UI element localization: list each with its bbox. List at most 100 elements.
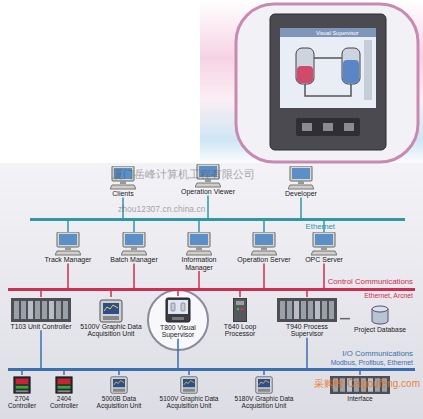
recorder-icon [111, 377, 128, 394]
device-label: T640 Loop Processor [214, 323, 266, 338]
recorder-icon [256, 377, 273, 394]
bus-drop-line [323, 264, 325, 288]
diagram-background [0, 163, 423, 419]
process-supervisor: T940 Process Supervisor [274, 297, 340, 338]
bus-drop-line [118, 371, 120, 375]
workstation: Track Manager [42, 232, 94, 264]
network-bus: I/O CommunicationsModbus, Profibus, Ethe… [8, 368, 415, 371]
data-acquisition-unit: 5100V Graphic Data Acquisition Unit [154, 375, 224, 409]
bus-drop-line [340, 318, 350, 320]
device-label: 2404 Controller [44, 395, 84, 409]
network-bus: Ethernet [30, 218, 405, 221]
device-screen [280, 28, 376, 108]
bus-drop-line [306, 338, 308, 368]
workstation-icon [121, 232, 147, 255]
visual-supervisor: T800 Visual Supervisor [150, 296, 206, 339]
stripe-background [200, 0, 423, 165]
unit-controller: T103 Unit Controller [8, 297, 74, 330]
bus-label: Modbus, Profibus, Ethernet [331, 360, 413, 367]
bus-drop-line [359, 371, 361, 375]
bus-label: Control Communications [328, 278, 413, 286]
bus-drop-line [40, 330, 42, 368]
device-label: 5180V Graphic Data Acquisition Unit [228, 395, 300, 409]
screen-title: Visual Supervisor [316, 31, 359, 37]
device-label: Interface [304, 395, 416, 402]
device-label: 5100V Graphic Data Acquisition Unit [154, 395, 224, 409]
device-button [344, 123, 354, 131]
device-label: Information Manager [170, 256, 228, 271]
data-acquisition-unit: 5180V Graphic Data Acquisition Unit [228, 375, 300, 409]
bus-drop-line [300, 198, 302, 218]
side-panel [364, 40, 372, 100]
bus-drop-line [263, 264, 265, 288]
module-icon [233, 298, 247, 322]
controller-icon [56, 377, 72, 393]
recorder-icon [100, 300, 122, 322]
workstation-icon [311, 232, 337, 255]
bus-drop-line [177, 291, 179, 296]
tank-level [297, 66, 313, 83]
workstation: OPC Server [298, 232, 350, 264]
bus-drop-line [263, 371, 265, 375]
workstation: Information Manager [170, 232, 228, 271]
bus-drop-line [198, 221, 200, 232]
rack-icon [277, 298, 337, 322]
device-label: T940 Process Supervisor [274, 323, 340, 338]
workstation-icon [55, 232, 81, 255]
button-panel [296, 118, 360, 136]
data-acquisition-unit: 5100V Graphic Data Acquisition Unit [80, 297, 142, 338]
device-label: 5000B Data Acquisition Unit [88, 395, 150, 409]
device-label: Batch Manager [108, 256, 160, 264]
tank-level [343, 60, 359, 83]
database-icon [372, 306, 388, 324]
project-database: Project Database [350, 304, 410, 333]
pipe-line [305, 58, 351, 96]
bus-drop-line [133, 264, 135, 288]
workstation-icon [251, 232, 277, 255]
device-button [302, 123, 312, 131]
bus-drop-line [198, 271, 200, 288]
device-label: T103 Unit Controller [8, 323, 74, 330]
bus-drop-line [239, 291, 241, 297]
network-bus: Control CommunicationsEthernet, Arcnet [8, 288, 415, 291]
workstation-icon [186, 232, 212, 255]
bus-drop-line [263, 221, 265, 232]
bus-drop-line [188, 371, 190, 375]
watermark: zhou12307.cn.china.cn [118, 205, 205, 214]
bus-drop-line [177, 339, 179, 368]
bus-drop-line [110, 291, 112, 297]
device-label: Project Database [350, 326, 410, 333]
rack-icon [11, 298, 71, 322]
workstation-icon [288, 166, 314, 189]
supervisor-icon [166, 298, 190, 322]
workstation: Operation Server [236, 232, 292, 264]
bus-label: I/O Communications [342, 350, 413, 358]
bus-drop-line [21, 371, 23, 375]
screen-header [280, 28, 376, 37]
bus-drop-line [207, 196, 209, 218]
device-label: Clients [98, 190, 148, 198]
bus-label: Ethernet [306, 223, 335, 231]
loop-processor: T640 Loop Processor [214, 297, 266, 338]
device-label: Developer [276, 190, 326, 198]
device-label: Operation Viewer [180, 188, 236, 196]
bus-drop-line [306, 291, 308, 297]
device-label: Operation Server [236, 256, 292, 264]
workstation: Developer [276, 166, 326, 198]
watermark: 采购蜂 Caigoufeng.com [314, 379, 420, 389]
inset-frame [236, 4, 418, 162]
bus-label: Ethernet, Arcnet [364, 293, 413, 300]
tank-symbol [342, 48, 360, 84]
bus-drop-line [133, 221, 135, 232]
device-label: Track Manager [42, 256, 94, 264]
inset-zoom [236, 4, 418, 162]
tank-symbol [296, 48, 314, 84]
bus-drop-line [67, 221, 69, 232]
controller: 2704 Controller [2, 375, 42, 409]
device-label: 2704 Controller [2, 395, 42, 409]
bus-drop-line [63, 371, 65, 375]
device-bezel [270, 14, 386, 150]
